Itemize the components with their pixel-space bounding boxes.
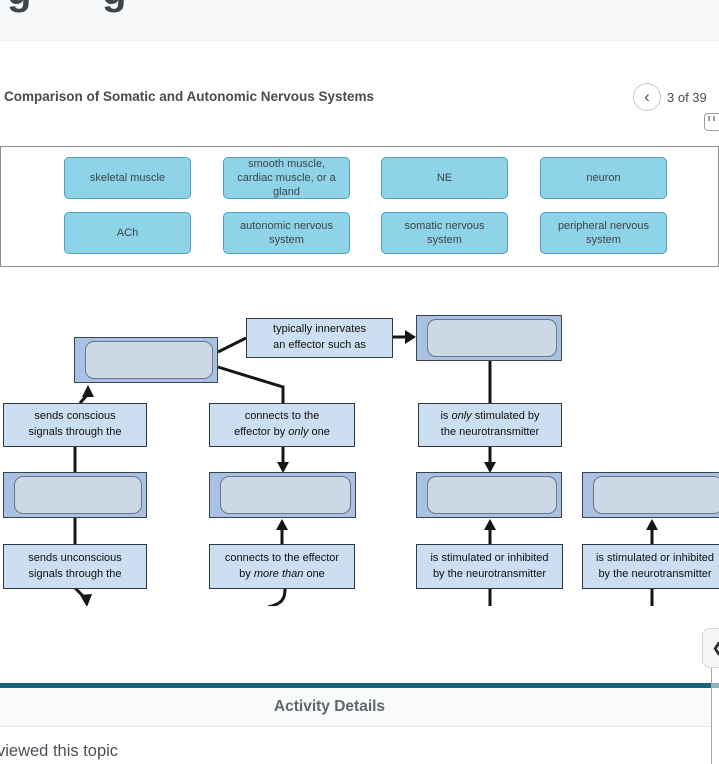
- word-bank-chip[interactable]: autonomic nervous system: [223, 212, 350, 254]
- diagram-label-connects-more-than-one: connects to the effector by more than on…: [209, 544, 355, 589]
- collapse-panel-button[interactable]: ❮: [702, 628, 719, 668]
- drop-zone-slot: [427, 476, 557, 514]
- drop-zone-6[interactable]: [582, 472, 719, 518]
- drop-zone-slot: [14, 476, 142, 514]
- teal-divider-bar-right: [712, 683, 719, 688]
- clipped-top-heading-band: g g: [0, 0, 719, 41]
- diagram-label-sends-conscious: sends conscious signals through the: [3, 403, 147, 447]
- diagram-label-sends-unconscious: sends unconscious signals through the: [3, 544, 147, 589]
- activity-details-header: Activity Details: [0, 688, 711, 727]
- chevron-left-icon: ❮: [712, 640, 719, 656]
- word-bank-chip[interactable]: skeletal muscle: [64, 157, 191, 199]
- word-bank-chip[interactable]: somatic nervous system: [381, 212, 508, 254]
- diagram-label-stimulated-inhibited-2: is stimulated or inhibited by the neurot…: [582, 544, 719, 589]
- drop-zone-4[interactable]: [209, 472, 356, 518]
- drop-zone-5[interactable]: [416, 472, 562, 518]
- drop-zone-1[interactable]: [74, 337, 218, 383]
- diagram-label-stimulated-inhibited-1: is stimulated or inhibited by the neurot…: [416, 544, 563, 589]
- viewed-topic-text: viewed this topic: [0, 742, 119, 760]
- page-indicator: 3 of 39: [667, 90, 707, 105]
- word-bank-chip[interactable]: neuron: [540, 157, 667, 199]
- diagram-label-only-stimulated: is only stimulated by the neurotransmitt…: [418, 403, 562, 447]
- drop-zone-slot: [85, 341, 213, 379]
- word-bank-chip[interactable]: peripheral nervous system: [540, 212, 667, 254]
- drop-zone-slot: [220, 476, 351, 514]
- clipped-glyph: g: [7, 0, 31, 14]
- chevron-left-icon: ‹: [644, 87, 650, 106]
- diagram-label-connects-only-one: connects to the effector by only one: [209, 403, 355, 447]
- activity-details-title: Activity Details: [273, 698, 386, 715]
- word-bank-chip[interactable]: NE: [381, 157, 508, 199]
- drop-zone-slot: [593, 476, 719, 514]
- previous-page-button[interactable]: ‹: [633, 83, 661, 111]
- word-bank-chip[interactable]: smooth muscle, cardiac muscle, or a glan…: [223, 157, 350, 199]
- side-panel-divider: [711, 668, 712, 764]
- word-bank: skeletal muscle smooth muscle, cardiac m…: [0, 146, 719, 267]
- drop-zone-2[interactable]: [416, 315, 562, 361]
- activity-title: Comparison of Somatic and Autonomic Nerv…: [4, 89, 375, 104]
- drop-zone-slot: [427, 319, 557, 357]
- concept-map: typically innervates an effector such as…: [0, 267, 719, 606]
- teal-divider-bar: [0, 683, 711, 688]
- clipped-glyph: g: [102, 0, 126, 14]
- drop-zone-3[interactable]: [3, 472, 147, 518]
- reset-activity-icon[interactable]: [704, 113, 719, 131]
- word-bank-chip[interactable]: ACh: [64, 212, 191, 254]
- diagram-label-typically-innervates: typically innervates an effector such as: [246, 318, 393, 358]
